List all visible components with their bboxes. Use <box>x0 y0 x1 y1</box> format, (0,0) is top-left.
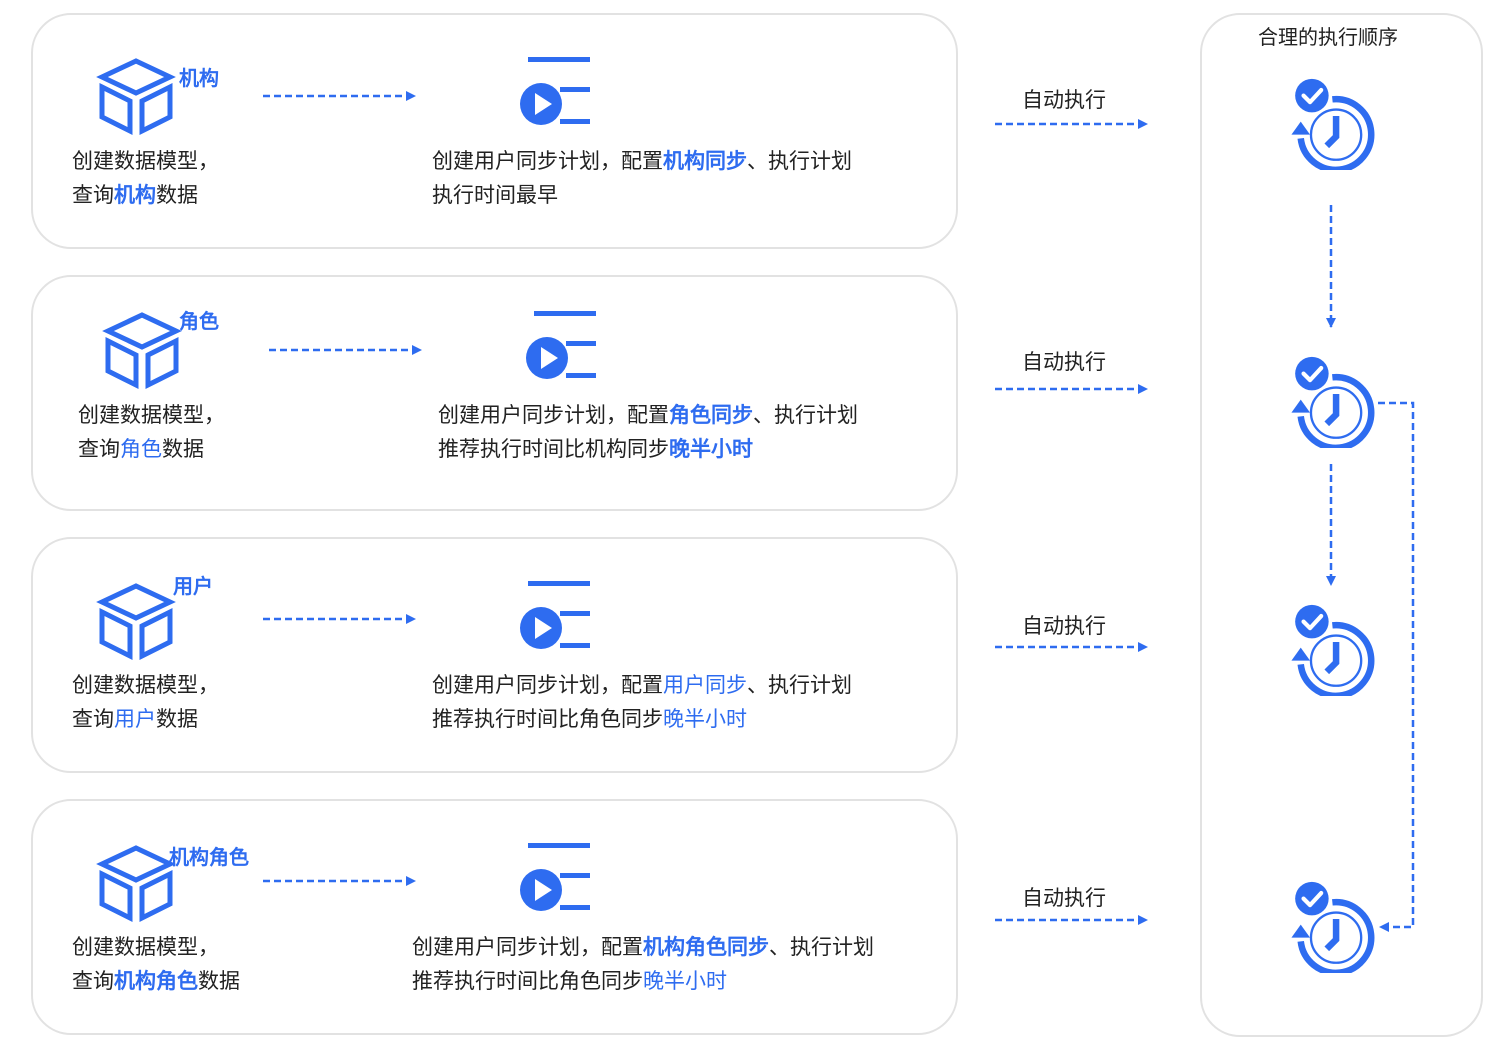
plan-description: 创建用户同步计划，配置角色同步、执行计划 推荐执行时间比机构同步晚半小时 <box>438 403 858 461</box>
auto-execute-label: 自动执行 <box>1022 886 1106 910</box>
plan-description: 创建用户同步计划，配置机构角色同步、执行计划 推荐执行时间比角色同步晚半小时 <box>412 935 874 993</box>
plan-description: 创建用户同步计划，配置机构同步、执行计划 执行时间最早 <box>432 149 852 207</box>
entity-label: 角色 <box>179 309 219 333</box>
model-description: 创建数据模型， 查询机构数据 <box>72 149 219 207</box>
execution-order-panel <box>1200 13 1483 1037</box>
entity-label: 机构角色 <box>169 845 249 869</box>
auto-execute-label: 自动执行 <box>1022 350 1106 374</box>
entity-label: 机构 <box>179 66 219 90</box>
entity-label: 用户 <box>173 574 213 598</box>
order-arrow-2-4 <box>1378 401 1415 932</box>
execution-order-title: 合理的执行顺序 <box>1258 25 1398 49</box>
plan-description: 创建用户同步计划，配置用户同步、执行计划 推荐执行时间比角色同步晚半小时 <box>432 673 852 731</box>
row-card-org-role: 机构角色 创建数据模型， 查询机构角色数据 创建用户同步计划，配置机构角色同步、… <box>31 799 958 1035</box>
model-description: 创建数据模型， 查询用户数据 <box>72 673 219 731</box>
model-description: 创建数据模型， 查询机构角色数据 <box>72 935 240 993</box>
auto-execute-label: 自动执行 <box>1022 614 1106 638</box>
row-card-org: 机构 创建数据模型， 查询机构数据 创建用户同步计划，配置机构同步、执行计划 执… <box>31 13 958 249</box>
model-description: 创建数据模型， 查询角色数据 <box>78 403 225 461</box>
row-card-role: 角色 创建数据模型， 查询角色数据 创建用户同步计划，配置角色同步、执行计划 推… <box>31 275 958 511</box>
row-card-user: 用户 创建数据模型， 查询用户数据 创建用户同步计划，配置用户同步、执行计划 推… <box>31 537 958 773</box>
auto-execute-label: 自动执行 <box>1022 88 1106 112</box>
